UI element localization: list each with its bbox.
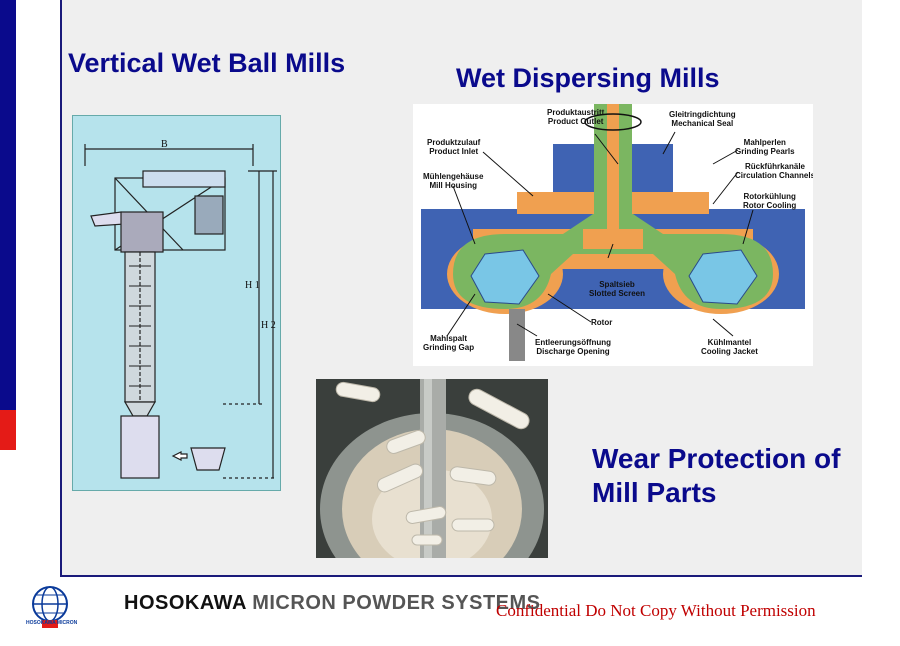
vertical-mill-drawing: B H 1 H 2 [72,115,281,491]
right-pearl-pocket [688,249,758,305]
container [190,447,226,471]
company-logo-area: HOSOKAWA MICRON [26,582,488,632]
vertical-mill-svg: B H 1 H 2 [84,139,277,479]
label-rotor: Rotor [591,318,613,327]
rotation-arrow-icon [584,113,642,131]
wear-protection-photo [316,379,548,558]
dim-label-b: B [161,139,168,150]
dim-label-h2: H 2 [261,320,276,331]
title-wear-protection: Wear Protection of Mill Parts [592,443,841,508]
dim-label-h1: H 1 [245,280,260,291]
dispersing-mill-svg [421,104,805,361]
title-vertical-wet-ball-mills: Vertical Wet Ball Mills [68,48,346,78]
ceramic-pins [335,381,530,546]
confidential-notice: Confidential Do Not Copy Without Permiss… [496,601,816,620]
accent-bar-red [0,410,16,450]
discharge-opening [509,309,525,361]
title-wet-dispersing-mills: Wet Dispersing Mills [456,63,720,93]
globe-logo-icon [32,586,68,628]
accent-bar-blue [0,0,16,410]
receiving-vessel [120,415,160,479]
company-name: HOSOKAWA MICRON POWDER SYSTEMS [124,592,541,615]
left-pearl-pocket [470,249,540,305]
agitator-shaft [420,379,446,558]
wear-photo-svg [316,379,548,558]
product-outlet-channel [607,104,619,234]
logo-caption: HOSOKAWA MICRON [26,620,78,626]
motor [194,195,224,235]
company-name-bold: HOSOKAWA [124,592,247,614]
company-name-light: MICRON POWDER SYSTEMS [252,592,541,614]
